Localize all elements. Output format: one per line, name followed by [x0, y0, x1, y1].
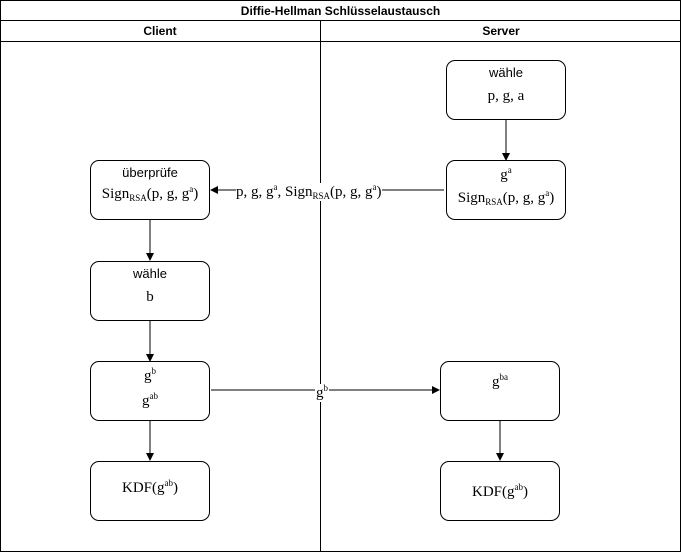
client-verify-signature: SignRSA(p, g, ga) [101, 184, 199, 203]
client-choose-label: wähle [133, 266, 167, 281]
client-kdf: KDF(gab) [121, 478, 178, 497]
server-signature: SignRSA(p, g, ga) [457, 188, 555, 207]
client-verify-box: überprüfe SignRSA(p, g, ga) [90, 160, 210, 220]
message-client-to-server: gb [315, 383, 329, 402]
client-keys-box: gb gab [90, 361, 210, 421]
server-ga: ga [500, 165, 512, 184]
server-kdf: KDF(gab) [471, 482, 528, 501]
client-gb: gb [144, 366, 156, 385]
client-choose-param: b [146, 289, 154, 305]
lane-header-server: Server [482, 24, 520, 38]
server-choose-params: p, g, a [487, 88, 525, 104]
lane-header-client: Client [143, 24, 177, 38]
diagram-title: Diffie-Hellman Schlüsselaustausch [240, 4, 441, 18]
server-choose-box: wähle p, g, a [446, 60, 566, 120]
server-gba: gba [492, 372, 508, 391]
client-gab: gab [142, 391, 158, 410]
server-choose-label: wähle [489, 65, 523, 80]
client-verify-label: überprüfe [122, 165, 178, 180]
server-key-box: gba [440, 361, 560, 421]
client-kdf-box: KDF(gab) [90, 461, 210, 521]
server-sign-box: ga SignRSA(p, g, ga) [446, 160, 566, 220]
client-choose-box: wähle b [90, 261, 210, 321]
server-kdf-box: KDF(gab) [440, 461, 560, 521]
message-server-to-client: p, g, ga, SignRSA(p, g, ga) [236, 182, 382, 201]
